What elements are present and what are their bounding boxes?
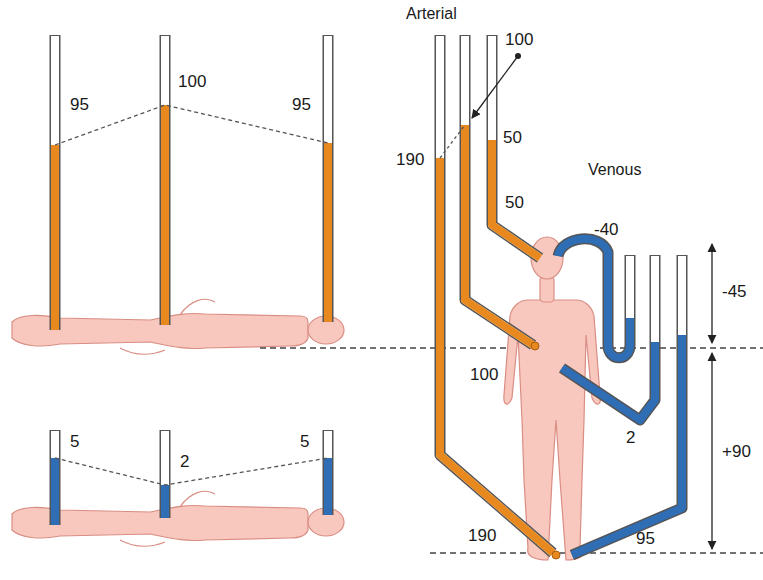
illustration-stroke xyxy=(55,430,328,525)
venous-tubes-standing xyxy=(558,239,682,555)
section-heading: Arterial xyxy=(406,4,457,24)
arterial-tubes-standing xyxy=(440,35,553,553)
illustration-stroke xyxy=(55,36,328,330)
illustration-stroke xyxy=(558,239,630,358)
supine-body-venous xyxy=(12,491,344,546)
illustration-stroke xyxy=(55,431,328,525)
height-value: +90 xyxy=(722,442,751,462)
section-heading: Venous xyxy=(588,160,641,180)
pressure-value: 5 xyxy=(300,432,309,452)
illustration-stroke xyxy=(55,458,328,485)
illustration-stroke xyxy=(55,35,328,330)
supine-body-arterial xyxy=(12,299,344,354)
illustration-stroke xyxy=(558,239,630,358)
pressure-value: 190 xyxy=(468,526,496,546)
pressure-value: 2 xyxy=(180,452,189,472)
illustration-stroke xyxy=(562,342,655,420)
measure-points xyxy=(531,342,560,559)
pressure-value: -40 xyxy=(594,220,619,240)
arterial-tubes-supine xyxy=(55,35,328,330)
pressure-value: 95 xyxy=(292,95,311,115)
pressure-value: 50 xyxy=(505,193,524,213)
illustration-stroke xyxy=(55,105,328,145)
illustration-stroke xyxy=(572,335,682,555)
illustration-stroke xyxy=(711,244,712,343)
pressure-value: 95 xyxy=(636,529,655,549)
pressure-value: 190 xyxy=(396,150,424,170)
pressure-value: 2 xyxy=(626,428,635,448)
illustration-stroke xyxy=(540,276,554,302)
illustration-stroke xyxy=(711,353,712,549)
illustration-stroke xyxy=(552,551,560,559)
pressure-value: 95 xyxy=(70,95,89,115)
pointer-leader xyxy=(472,53,521,118)
illustration-stroke xyxy=(440,158,553,553)
illustration-stroke xyxy=(430,552,763,553)
illustration-stroke xyxy=(55,430,328,525)
illustration-stroke xyxy=(440,35,553,553)
illustration-stroke xyxy=(55,35,328,330)
illustration-stroke xyxy=(55,458,328,525)
illustration-stroke xyxy=(55,105,328,330)
illustration-stroke xyxy=(465,35,533,345)
illustration-stroke xyxy=(492,35,540,258)
illustration-stroke xyxy=(492,140,540,258)
height-value: -45 xyxy=(722,282,747,302)
illustration-stroke xyxy=(572,255,682,555)
pressure-value: 50 xyxy=(503,128,522,148)
pressure-value: 100 xyxy=(505,30,533,50)
illustration-stroke xyxy=(531,342,539,350)
illustration-stroke xyxy=(440,36,553,553)
pressure-value: 5 xyxy=(70,432,79,452)
pressure-value: 100 xyxy=(470,365,498,385)
venous-tubes-supine xyxy=(55,430,328,525)
pressure-value: 100 xyxy=(178,72,206,92)
illustration-stroke xyxy=(472,56,518,118)
illustration-stroke xyxy=(465,125,533,345)
standing-body xyxy=(504,237,601,560)
illustration-stroke xyxy=(440,125,465,158)
dimension-arrows xyxy=(711,244,712,549)
